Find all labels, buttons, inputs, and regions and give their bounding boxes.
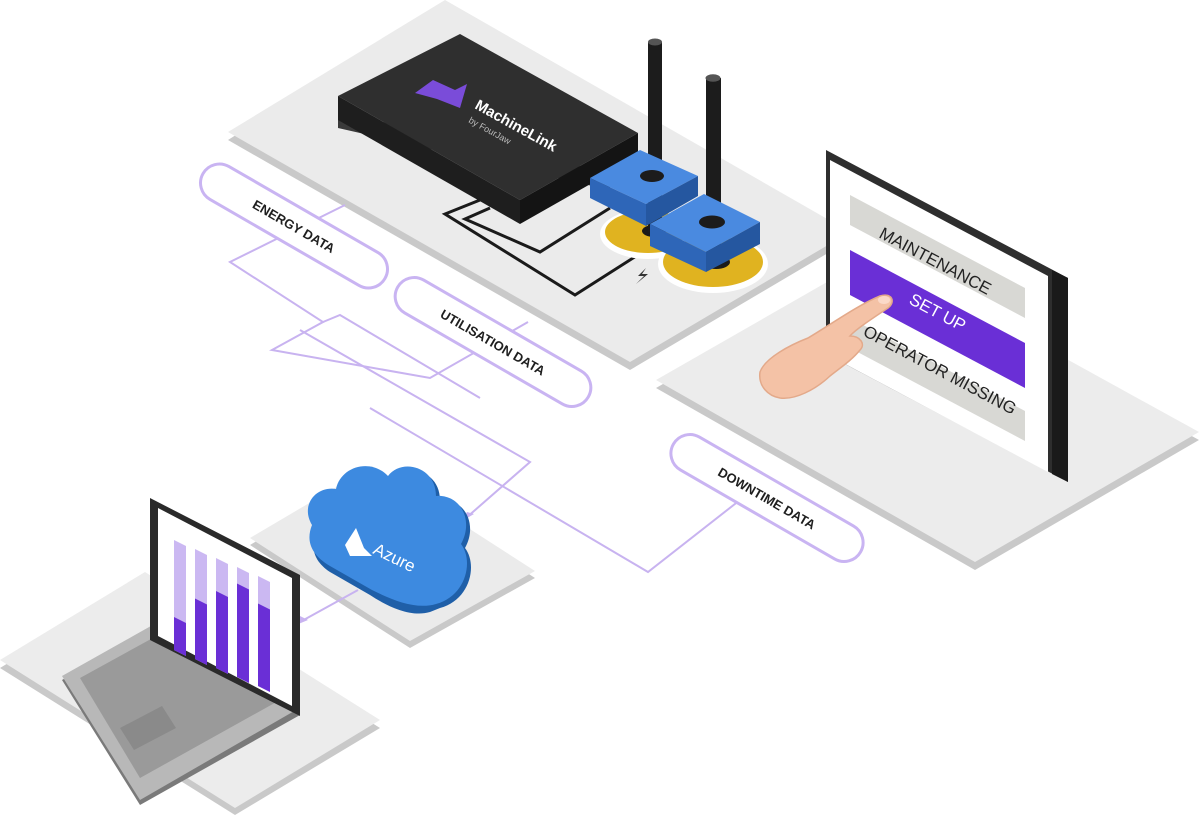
sensor-cables [441, 198, 656, 297]
terminal-platform [656, 254, 1199, 570]
machinelink-logo-icon [415, 80, 467, 108]
laptop-bar [258, 603, 270, 692]
terminal-option-set-up[interactable]: SET UP [850, 250, 1025, 388]
data-connector-lines [227, 204, 741, 623]
laptop-bar-chart [174, 540, 270, 692]
laptop-bar [237, 583, 249, 683]
machinelink-device: MachineLink by FourJaw [338, 34, 638, 224]
current-clamp-right [650, 194, 760, 272]
laptop-bar [216, 591, 228, 674]
laptop-bar [174, 617, 186, 656]
azure-logo-icon [345, 528, 372, 556]
azure-cloud: Azure [307, 466, 472, 614]
lightning-icon [636, 268, 648, 284]
pointing-hand-icon [759, 294, 893, 399]
current-clamp-left [590, 150, 698, 226]
laptop-bar [195, 598, 207, 665]
